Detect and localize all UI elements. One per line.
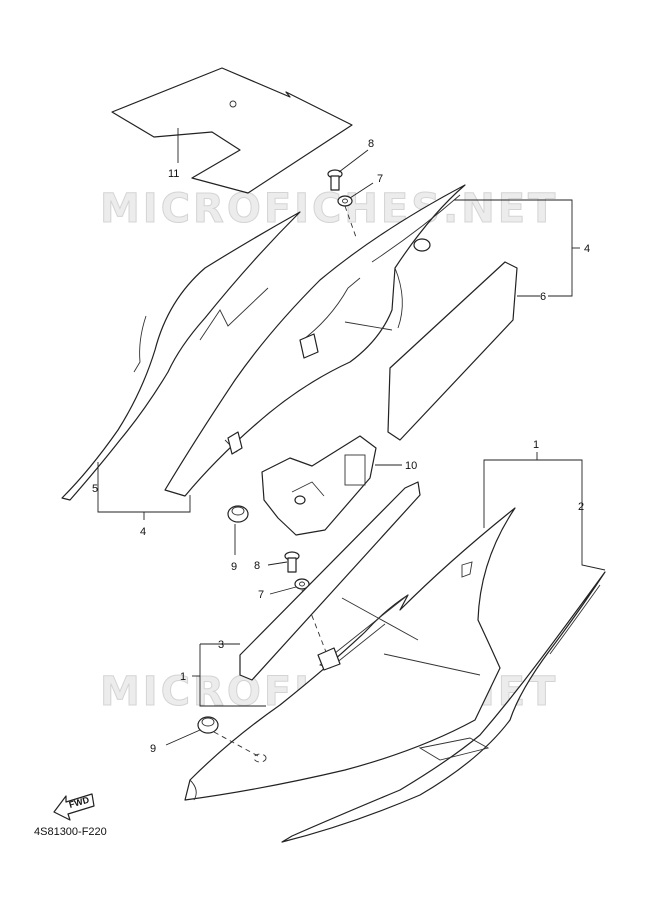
- part-7-washer-bottom: [294, 578, 310, 590]
- part-9-grommet-top: [227, 505, 249, 523]
- callout-6: 6: [540, 291, 546, 303]
- leader-9-bottom: [165, 729, 201, 746]
- callout-1-left: 1: [180, 671, 186, 683]
- fwd-arrow-icon: FWD: [53, 793, 95, 821]
- part-1-side-cover-lower: [184, 507, 516, 801]
- callout-1-right: 1: [533, 439, 539, 451]
- callout-8-bottom: 8: [254, 560, 260, 572]
- dash-grommet-hole: [253, 753, 267, 763]
- diagram-code: 4S81300-F220: [34, 826, 107, 838]
- leader-8-top: [338, 149, 369, 173]
- callout-4-top: 4: [584, 243, 590, 255]
- bracket-1-left: [199, 644, 266, 707]
- callout-7-top: 7: [377, 173, 383, 185]
- part-9-grommet-bottom: [197, 716, 219, 734]
- callout-2: 2: [578, 501, 584, 513]
- part-8-bolt-bottom: [284, 551, 300, 573]
- callout-9-bottom: 9: [150, 743, 156, 755]
- part-4-side-cover-upper: [164, 184, 466, 497]
- bracket-1-2-right: [483, 459, 606, 571]
- part-3-pad: [239, 481, 421, 681]
- leader-8-bottom: [267, 561, 288, 566]
- part-10-bracket: [261, 435, 377, 536]
- part-2-trim-strip: [281, 571, 606, 843]
- callout-9-top: 9: [231, 561, 237, 573]
- callout-5: 5: [92, 483, 98, 495]
- callout-10: 10: [405, 460, 417, 472]
- callout-7-bottom: 7: [258, 589, 264, 601]
- part-8-bolt-top: [327, 169, 343, 191]
- part-6-pad: [387, 261, 518, 441]
- callout-11: 11: [168, 168, 179, 180]
- callout-3: 3: [218, 639, 224, 651]
- leader-7-top: [349, 182, 374, 199]
- part-5-trim-strip: [61, 211, 301, 501]
- watermark-top: MICROFICHES.NET: [100, 186, 558, 232]
- leader-7-bottom: [269, 586, 297, 595]
- callout-4-bottom: 4: [140, 526, 146, 538]
- part-11-label-sheet: [111, 67, 353, 194]
- callout-8-top: 8: [368, 138, 374, 150]
- dash-fastener-top: [344, 205, 358, 241]
- part-7-washer-top: [337, 195, 353, 207]
